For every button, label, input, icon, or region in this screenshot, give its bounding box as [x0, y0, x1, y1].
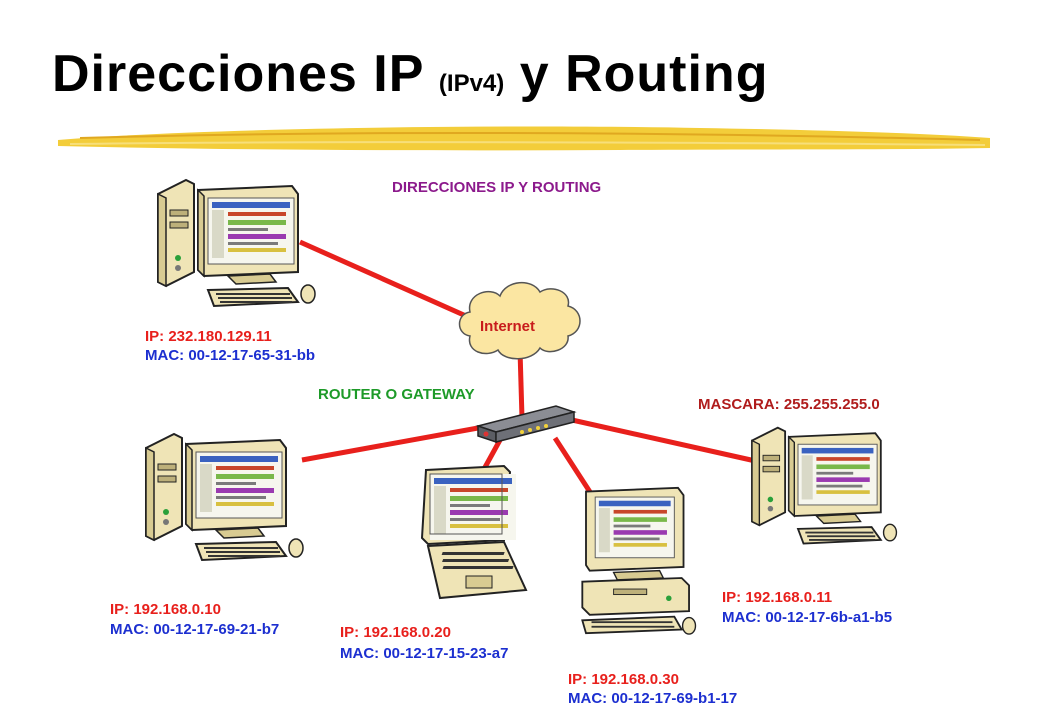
title-end: y Routing [519, 45, 769, 103]
computer-icon-internet-host [158, 180, 315, 306]
host-ip-lan3: IP: 192.168.0.30 [568, 671, 679, 688]
title-underline [58, 126, 990, 151]
link-cloud-router [517, 349, 525, 419]
computer-icon-lan-1 [146, 434, 303, 560]
router-icon [475, 405, 577, 444]
link-router-lan3 [552, 436, 593, 494]
link-host-cloud [298, 239, 477, 323]
host-ip-lan1: IP: 192.168.0.10 [110, 601, 221, 618]
link-router-lan1 [301, 425, 479, 463]
slide-title: Direcciones IP (IPv4) y Routing [52, 44, 768, 104]
network-links [298, 239, 761, 494]
host-mac-lan1: MAC: 00-12-17-69-21-b7 [110, 621, 280, 638]
host-ip-internet: IP: 232.180.129.11 [145, 328, 272, 345]
title-ipv4: (IPv4) [438, 70, 505, 97]
link-router-lan4 [571, 417, 761, 465]
computer-icon-lan-4 [752, 428, 896, 544]
host-mac-lan2: MAC: 00-12-17-15-23-a7 [340, 645, 509, 662]
computer-icon-lan-3 [581, 486, 697, 635]
host-mac-lan4: MAC: 00-12-17-6b-a1-b5 [722, 609, 893, 626]
host-ip-lan2: IP: 192.168.0.20 [340, 624, 451, 641]
subnet-mask-label: MASCARA: 255.255.255.0 [698, 396, 880, 413]
internet-cloud-icon [458, 282, 581, 360]
title-main: Direcciones IP [52, 45, 424, 103]
laptop-icon-lan-2 [422, 466, 526, 598]
host-mac-internet: MAC: 00-12-17-65-31-bb [145, 347, 316, 364]
router-label: ROUTER O GATEWAY [318, 386, 475, 403]
cloud-label: Internet [480, 318, 535, 335]
host-mac-lan3: MAC: 00-12-17-69-b1-17 [568, 690, 738, 707]
diagram-heading: DIRECCIONES IP Y ROUTING [392, 179, 602, 196]
host-ip-lan4: IP: 192.168.0.11 [722, 589, 833, 606]
